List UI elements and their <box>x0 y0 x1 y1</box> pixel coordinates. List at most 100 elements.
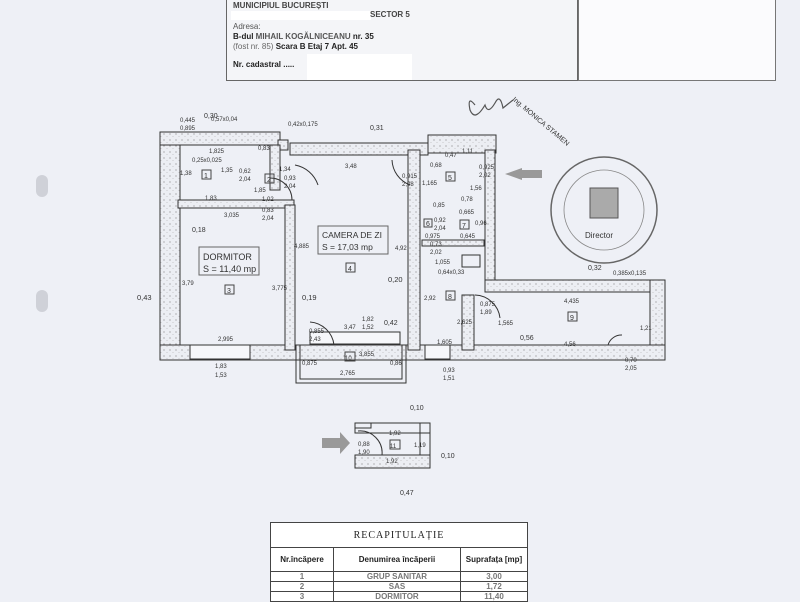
floor: Etaj 7 <box>307 42 330 51</box>
dim: 1,52 <box>362 325 374 331</box>
cell-area: 3,00 <box>460 571 528 582</box>
dim: 4,56 <box>564 342 576 348</box>
cell-no: 1 <box>270 571 334 582</box>
room-number: 5 <box>448 175 452 182</box>
col-header: Denumirea încăperii <box>333 547 461 572</box>
room-number: 4 <box>348 266 352 273</box>
dim: 3,47 <box>344 325 356 331</box>
cadastral-number: Nr. cadastral ..... <box>233 60 295 69</box>
dim: 0,47 <box>445 153 457 159</box>
dim: 0,42 <box>384 320 398 327</box>
dim: 1,90 <box>358 450 370 456</box>
dim: 2,765 <box>340 371 356 377</box>
dim: 2,02 <box>430 250 442 256</box>
dim: 2,02 <box>479 173 491 179</box>
dim: 0,42x0,175 <box>288 122 318 128</box>
dim: 0,88 <box>358 442 370 448</box>
dim: 1,825 <box>209 149 225 155</box>
dim: 0,85 <box>433 203 445 209</box>
dim: 0,57x0,04 <box>211 117 238 123</box>
dim: 1,19 <box>414 443 426 449</box>
entrance-arrow-icon <box>322 432 350 454</box>
engineer-name: Ing. MONICA STAMEN <box>511 96 571 148</box>
dim: 0,96 <box>475 221 487 227</box>
redaction <box>231 11 371 20</box>
dim: 1,35 <box>221 168 233 174</box>
dim: 1,92 <box>389 431 401 437</box>
dim: 1,565 <box>498 321 514 327</box>
dim: 1,38 <box>180 171 192 177</box>
dim: 1,56 <box>470 186 482 192</box>
dim: 0,83 <box>258 146 270 152</box>
dim: 0,83 <box>262 208 274 214</box>
dim: 0,92 <box>434 218 446 224</box>
dim: 1,165 <box>422 181 438 187</box>
col-header: Nr.încăpere <box>270 547 334 572</box>
room-name: CAMERA DE ZI <box>322 230 382 240</box>
cell-name: DORMITOR <box>333 591 461 602</box>
redaction <box>307 54 412 80</box>
table-row: 3 DORMITOR 11,40 <box>270 591 528 602</box>
dim: 3,035 <box>224 213 240 219</box>
dim: 1,83 <box>215 364 227 370</box>
dim: 4,885 <box>294 244 310 250</box>
entrance-arrow-icon <box>522 170 542 178</box>
col-header: Suprafața [mp] <box>460 547 528 572</box>
dim: 0,10 <box>441 453 455 460</box>
address-box: MUNICIPIUL BUCUREȘTI SECTOR 5 Adresa: B-… <box>226 0 578 81</box>
cell-name: SAS <box>333 581 461 592</box>
windows <box>189 331 451 384</box>
dim: 0,875 <box>302 361 318 367</box>
dim: 0,445 <box>180 118 196 124</box>
room-name: DORMITOR <box>203 252 252 262</box>
former-number: (fost nr. 85) <box>233 42 274 51</box>
city-line: MUNICIPIUL BUCUREȘTI <box>233 1 329 10</box>
dim: 2,04 <box>434 226 446 232</box>
cell-name: GRUP SANITAR <box>333 571 461 582</box>
room-number: 7 <box>462 223 466 230</box>
dim: 0,875 <box>480 302 496 308</box>
cellar <box>354 422 431 469</box>
punch-hole <box>36 290 48 312</box>
dim: 1,53 <box>215 373 227 379</box>
dim: 0,10 <box>410 405 424 412</box>
dim: 1,83 <box>205 196 217 202</box>
entrance-arrow-icon <box>505 168 522 180</box>
stair: Scara B <box>275 42 306 51</box>
address-label: Adresa: <box>233 22 261 31</box>
dim: 3,48 <box>345 164 357 170</box>
dim: 1,21 <box>640 326 652 332</box>
dim: 4,92 <box>395 246 407 252</box>
dim: 0,31 <box>370 125 384 132</box>
dim: 3,79 <box>182 281 194 287</box>
dim: 1,34 <box>279 167 291 173</box>
cell-area: 11,40 <box>460 591 528 602</box>
room-number: 1 <box>204 173 208 180</box>
table-row: 2 SAS 1,72 <box>270 581 528 592</box>
dim: 2,995 <box>218 337 234 343</box>
dim: 0,56 <box>520 335 534 342</box>
room-number: 9 <box>570 315 574 322</box>
dim: 1,11 <box>462 149 474 155</box>
dim: 0,855 <box>309 329 325 335</box>
dim: 0,78 <box>461 197 473 203</box>
room-number: 3 <box>227 288 231 295</box>
dim: 2,92 <box>424 296 436 302</box>
coat-of-arms-icon <box>589 187 619 219</box>
dim: 2,04 <box>262 216 274 222</box>
dim: 0,68 <box>430 163 442 169</box>
dimension-labels: 0,445 0,895 0,30 0,57x0,04 0,42x0,175 0,… <box>137 113 652 497</box>
dim: 1,51 <box>443 376 455 382</box>
dim: 0,645 <box>460 234 476 240</box>
dim: 0,32 <box>588 265 602 272</box>
room-number: 11 <box>390 444 397 450</box>
room-area: S = 17,03 mp <box>322 242 373 252</box>
dim: 0,43 <box>137 293 152 302</box>
dim: 0,30 <box>204 113 218 120</box>
dim: 0,975 <box>425 234 441 240</box>
dim: 0,47 <box>400 490 414 497</box>
official-stamp: Director <box>550 156 658 264</box>
dim: 0,70 <box>625 358 637 364</box>
street-prefix: B-dul <box>233 32 254 41</box>
